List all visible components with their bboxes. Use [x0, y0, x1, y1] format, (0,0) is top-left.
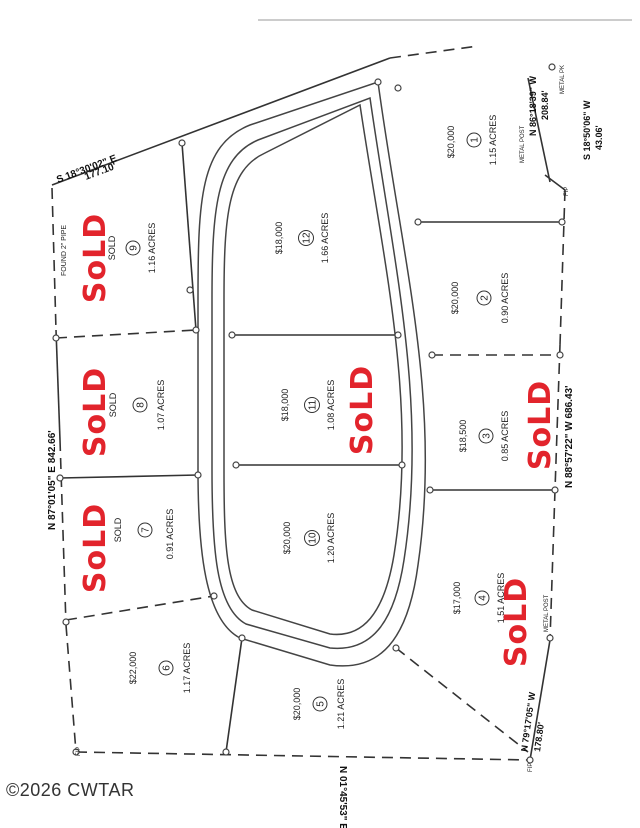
bearing-bottom-right-distance: 178.80': [532, 722, 546, 753]
lot-6-acres: 1.17 ACRES: [182, 643, 192, 694]
lot-2-acres: 0.90 ACRES: [500, 273, 510, 324]
lot-8-number: 8: [136, 402, 147, 408]
bearing-right-top-distance: 208.84': [540, 90, 550, 120]
found-pipe-label: FOUND 2" PIPE: [61, 225, 68, 276]
lot-2-number: 2: [480, 295, 491, 301]
road-loop: [197, 80, 427, 667]
lot-5-acres: 1.21 ACRES: [336, 679, 346, 730]
sold-stamp-lot-11: SoLD: [345, 365, 380, 455]
lot-8-price: SOLD: [108, 392, 118, 417]
lot-lines: [55, 142, 562, 753]
lot-8-acres: 1.07 ACRES: [156, 380, 166, 431]
lot-7-number: 7: [141, 527, 152, 533]
lot-12-acres: 1.66 ACRES: [320, 213, 330, 264]
lot-9: SOLD 9 1.16 ACRES: [107, 223, 157, 274]
lot-10: $20,000 10 1.20 ACRES: [282, 513, 336, 564]
lot-10-acres: 1.20 ACRES: [326, 513, 336, 564]
sold-stamp-lot-4: SoLD: [499, 577, 534, 667]
sold-stamp-lot-9: SoLD: [78, 213, 113, 303]
lot-11-acres: 1.08 ACRES: [326, 380, 336, 431]
lot-1: $20,000 1 1.15 ACRES: [446, 115, 498, 166]
lot-3-number: 3: [482, 433, 493, 439]
lot-3-price: $18,500: [458, 420, 468, 453]
lot-7-price: SOLD: [113, 517, 123, 542]
sold-stamps: SoLD SoLD SoLD SoLD SoLD SoLD: [78, 213, 558, 667]
bearing-bottom: N 01°45'53" E 673.19': [337, 766, 348, 828]
lot-1-number: 1: [470, 137, 481, 143]
lot-11-price: $18,000: [280, 389, 290, 422]
survey-pins: [52, 63, 566, 764]
bearings: S 18°30'02" E 177.10' N 87°01'05" E 842.…: [47, 75, 604, 828]
lot-9-number: 9: [129, 245, 140, 251]
lot-6-number: 6: [162, 665, 173, 671]
lot-8: SOLD 8 1.07 ACRES: [108, 380, 166, 431]
sold-stamp-lot-8: SoLD: [78, 367, 113, 457]
metal-post-label-bottom: METAL POST: [544, 594, 550, 632]
lot-7-acres: 0.91 ACRES: [165, 509, 175, 560]
lot-2-price: $20,000: [450, 282, 460, 315]
copyright-notice: ©2026 CWTAR: [6, 780, 135, 800]
sold-stamp-lot-7: SoLD: [78, 503, 113, 593]
lot-4: $17,000 4 1.51 ACRES: [452, 573, 506, 624]
lot-4-price: $17,000: [452, 582, 462, 615]
lot-3: $18,500 3 0.85 ACRES: [458, 411, 510, 462]
lot-12: $18,000 12 1.66 ACRES: [274, 213, 330, 264]
fip-label-bottom-left: FIP: [76, 747, 82, 756]
metal-pk-label: METAL PK: [560, 65, 566, 94]
sold-stamp-lot-3: SoLD: [523, 380, 558, 470]
metal-post-label-top: METAL POST: [520, 125, 526, 163]
lot-3-acres: 0.85 ACRES: [500, 411, 510, 462]
lot-6-price: $22,000: [128, 652, 138, 685]
lot-9-acres: 1.16 ACRES: [147, 223, 157, 274]
lot-6: $22,000 6 1.17 ACRES: [128, 643, 192, 694]
bearing-right-top: N 86°18'39" W: [528, 75, 538, 136]
lot-7: SOLD 7 0.91 ACRES: [113, 509, 175, 560]
lot-1-acres: 1.15 ACRES: [488, 115, 498, 166]
lot-11-number: 11: [308, 399, 319, 410]
bearing-right-small-distance: 43.06': [594, 125, 604, 150]
fip-label-bottom-right: FIP: [528, 763, 534, 772]
bearing-left: N 87°01'05" E 842.66': [47, 430, 58, 530]
lot-1-price: $20,000: [446, 126, 456, 159]
lot-11: $18,000 11 1.08 ACRES: [280, 380, 336, 431]
lot-5-price: $20,000: [292, 688, 302, 721]
lot-12-number: 12: [302, 232, 313, 244]
lot-5: $20,000 5 1.21 ACRES: [292, 679, 346, 730]
lot-4-acres: 1.51 ACRES: [496, 573, 506, 624]
lot-1-circle: [466, 132, 482, 148]
lot-10-number: 10: [308, 532, 319, 544]
lot-9-price: SOLD: [107, 235, 117, 260]
lot-2: $20,000 2 0.90 ACRES: [450, 273, 510, 324]
property-boundary: [51, 45, 566, 761]
lot-10-price: $20,000: [282, 522, 292, 555]
lot-5-number: 5: [316, 701, 327, 707]
bearing-right: N 88°57'22" W 686.43': [564, 386, 575, 488]
bearing-right-small: S 18°50'06" W: [582, 100, 592, 160]
lot-12-price: $18,000: [274, 222, 284, 255]
lot-4-number: 4: [478, 595, 489, 601]
markers: FOUND 2" PIPE METAL POST METAL PK METAL …: [61, 65, 570, 772]
fip-label-right: FIP: [564, 187, 570, 196]
